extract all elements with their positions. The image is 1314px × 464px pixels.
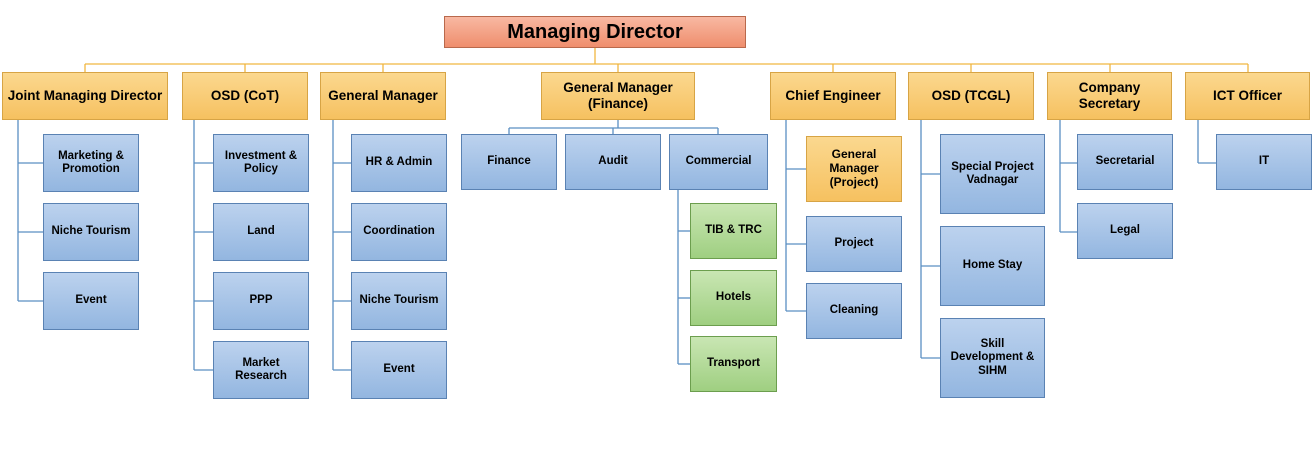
joint-managing-director-box: Joint Managing Director [2,72,168,120]
child-audit: Audit [565,134,661,190]
child-home-stay: Home Stay [940,226,1045,306]
child-project: Project [806,216,902,272]
child-niche-tourism-jmd: Niche Tourism [43,203,139,261]
child-special-project-vadnagar: Special Project Vadnagar [940,134,1045,214]
managing-director-box: Managing Director [444,16,746,48]
chief-engineer-box: Chief Engineer [770,72,896,120]
child-coordination: Coordination [351,203,447,261]
child-it: IT [1216,134,1312,190]
child-event-jmd: Event [43,272,139,330]
osd-cot-box: OSD (CoT) [182,72,308,120]
child-hr-admin: HR & Admin [351,134,447,192]
child-finance: Finance [461,134,557,190]
child-skill-development-sihm: Skill Development & SIHM [940,318,1045,398]
child-market-research: Market Research [213,341,309,399]
ict-officer-box: ICT Officer [1185,72,1310,120]
osd-tcgl-box: OSD (TCGL) [908,72,1034,120]
child-investment-policy: Investment & Policy [213,134,309,192]
child-commercial: Commercial [669,134,768,190]
child-event-gm: Event [351,341,447,399]
child-ppp: PPP [213,272,309,330]
general-manager-box: General Manager [320,72,446,120]
child-cleaning: Cleaning [806,283,902,339]
company-secretary-box: Company Secretary [1047,72,1172,120]
child-general-manager-project: General Manager (Project) [806,136,902,202]
sub-hotels: Hotels [690,270,777,326]
child-niche-tourism-gm: Niche Tourism [351,272,447,330]
sub-tib-trc: TIB & TRC [690,203,777,259]
child-secretarial: Secretarial [1077,134,1173,190]
general-manager-finance-box: General Manager (Finance) [541,72,695,120]
child-marketing-promotion: Marketing & Promotion [43,134,139,192]
sub-transport: Transport [690,336,777,392]
child-legal: Legal [1077,203,1173,259]
child-land: Land [213,203,309,261]
